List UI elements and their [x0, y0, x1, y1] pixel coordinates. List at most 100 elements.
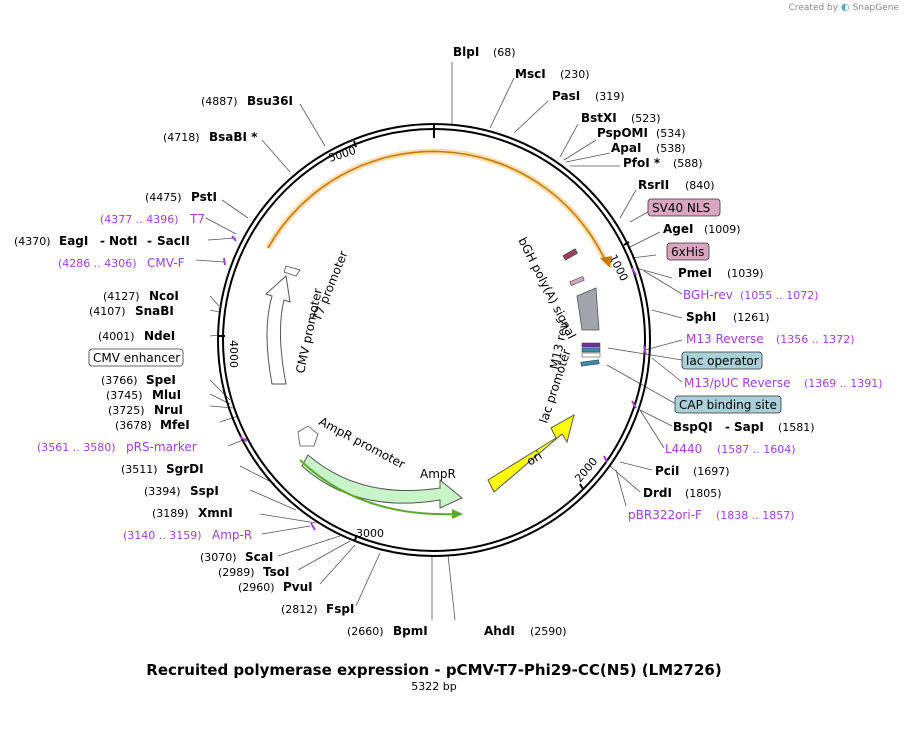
enzyme-name: BpmI: [393, 624, 428, 638]
enzyme-pos: (1805): [685, 487, 722, 500]
primer-name: Amp-R: [212, 528, 252, 542]
enzyme-pos: (1039): [727, 267, 764, 280]
enzyme-name: PasI: [552, 89, 580, 103]
enzyme-pos: (3745): [106, 389, 143, 402]
enzyme-name: MfeI: [160, 418, 190, 432]
enzyme-name: BsaBI *: [209, 130, 258, 144]
enzyme-name: BspQI: [673, 420, 713, 434]
cap-binding-site-box: [674, 395, 782, 414]
t7-promoter-arrow: [283, 265, 301, 277]
enzyme-pos: (538): [656, 142, 686, 155]
ampr-orf-arrowhead: [452, 509, 463, 519]
primer-name: M13 Reverse: [686, 332, 764, 346]
bgh-marker-1: [562, 248, 578, 261]
enzyme-name: SapI: [734, 420, 764, 434]
enzyme-name: ScaI: [245, 550, 273, 564]
primer-pos: (4286 .. 4306): [58, 257, 137, 270]
tick-label-3000: 3000: [356, 527, 384, 540]
tick-label-4000: 4000: [227, 340, 240, 368]
enzyme-name: PstI: [191, 190, 217, 204]
enzyme-name: DrdI: [643, 486, 672, 500]
enzyme-pos: (2989): [218, 566, 255, 579]
lac-operator-box: [681, 351, 763, 370]
ampr-orf-line: [299, 459, 459, 516]
enzyme-name: AgeI: [663, 222, 693, 236]
cap-site-marker: [580, 359, 600, 367]
sv40-nls-box: [647, 198, 721, 217]
enzyme-pos: (2812): [281, 603, 318, 616]
enzyme-name: SgrDI: [166, 462, 204, 476]
enzyme-pos: (840): [685, 179, 715, 192]
enzyme-pos: (3070): [200, 551, 237, 564]
enzyme-pos: (1009): [704, 223, 741, 236]
enzyme-pos: (3725): [108, 404, 145, 417]
enzyme-pos: (588): [673, 157, 703, 170]
enzyme-pos: (2590): [530, 625, 567, 638]
enzyme-sep: -: [725, 420, 730, 434]
tick-label-5000: 5000: [327, 144, 358, 165]
enzyme-pos: (3189): [152, 507, 189, 520]
enzyme-name: SspI: [190, 484, 219, 498]
enzyme-pos: (319): [595, 90, 625, 103]
enzyme-pos: (3511): [121, 463, 158, 476]
tick-marks: [219, 124, 630, 541]
enzyme-pos: (68): [493, 46, 516, 59]
primer-name: T7: [189, 212, 205, 226]
cmv-enhancer-box: [88, 348, 184, 367]
orf-arrowhead: [600, 256, 612, 268]
enzyme-pos: (4887): [201, 95, 238, 108]
enzyme-name: PspOMI: [597, 126, 648, 140]
enzyme-pos: (4370): [14, 235, 51, 248]
primer-name: CMV-F: [147, 256, 185, 270]
enzyme-name: TsoI: [263, 565, 289, 579]
lac-promoter-marker: [581, 352, 601, 358]
enzyme-pos: (1261): [733, 311, 770, 324]
enzyme-pos: (3678): [115, 419, 152, 432]
primer-pos: (1356 .. 1372): [776, 333, 855, 346]
primer-pos: (3561 .. 3580): [37, 441, 116, 454]
enzyme-pos: (1697): [693, 465, 730, 478]
bgh-polya-terminator: [576, 287, 600, 331]
primer-pos: (1369 .. 1391): [804, 377, 883, 390]
primer-pos: (3140 .. 3159): [123, 529, 202, 542]
cmv-promoter-arrow: [265, 275, 291, 385]
ampr-label: AmpR: [420, 467, 456, 481]
primer-pos: (1587 .. 1604): [717, 443, 796, 456]
enzyme-pos: (4475): [145, 191, 182, 204]
enzyme-name: SpeI: [146, 373, 176, 387]
enzyme-pos: (230): [560, 68, 590, 81]
enzyme-name: Bsu36I: [247, 94, 293, 108]
primer-name: pBR322ori-F: [628, 508, 702, 522]
enzyme-pos: (4718): [163, 131, 200, 144]
6xhis-box: [666, 242, 710, 261]
snapgene-logo-icon: ◐: [840, 2, 850, 13]
map-length: 5322 bp: [411, 680, 457, 693]
primer-pos: (1055 .. 1072): [740, 289, 819, 302]
enzyme-name: SacII: [157, 234, 190, 248]
enzyme-name: PfoI *: [623, 156, 661, 170]
enzyme-name: NotI: [109, 234, 138, 248]
cap-binding-site-label: CAP binding site: [679, 398, 777, 412]
bgh-marker-2: [569, 276, 585, 286]
enzyme-pos: (3394): [144, 485, 181, 498]
primer-pos: (4377 .. 4396): [100, 213, 179, 226]
lac-operator-marker: [581, 347, 601, 353]
enzyme-name: FspI: [326, 602, 354, 616]
enzyme-name: PmeI: [678, 266, 712, 280]
enzyme-pos: (4107): [89, 305, 126, 318]
map-title: Recruited polymerase expression - pCMV-T…: [146, 661, 722, 679]
enzyme-name: BstXI: [581, 111, 617, 125]
enzyme-pos: (534): [656, 127, 686, 140]
snapgene-credit: Created by ◐ SnapGene: [789, 2, 899, 13]
enzyme-pos: (3766): [101, 374, 138, 387]
enzyme-name: MscI: [515, 67, 546, 81]
enzyme-name: RsrII: [638, 178, 669, 192]
tick-label-2000: 2000: [572, 455, 600, 485]
enzyme-name: SnaBI: [135, 304, 174, 318]
enzyme-name: SphI: [686, 310, 716, 324]
ori-arrow: [487, 413, 575, 493]
enzyme-name: AhdI: [484, 624, 515, 638]
t7-promoter-label: T7 promoter: [309, 249, 350, 324]
credit-text: Created by: [788, 3, 839, 13]
